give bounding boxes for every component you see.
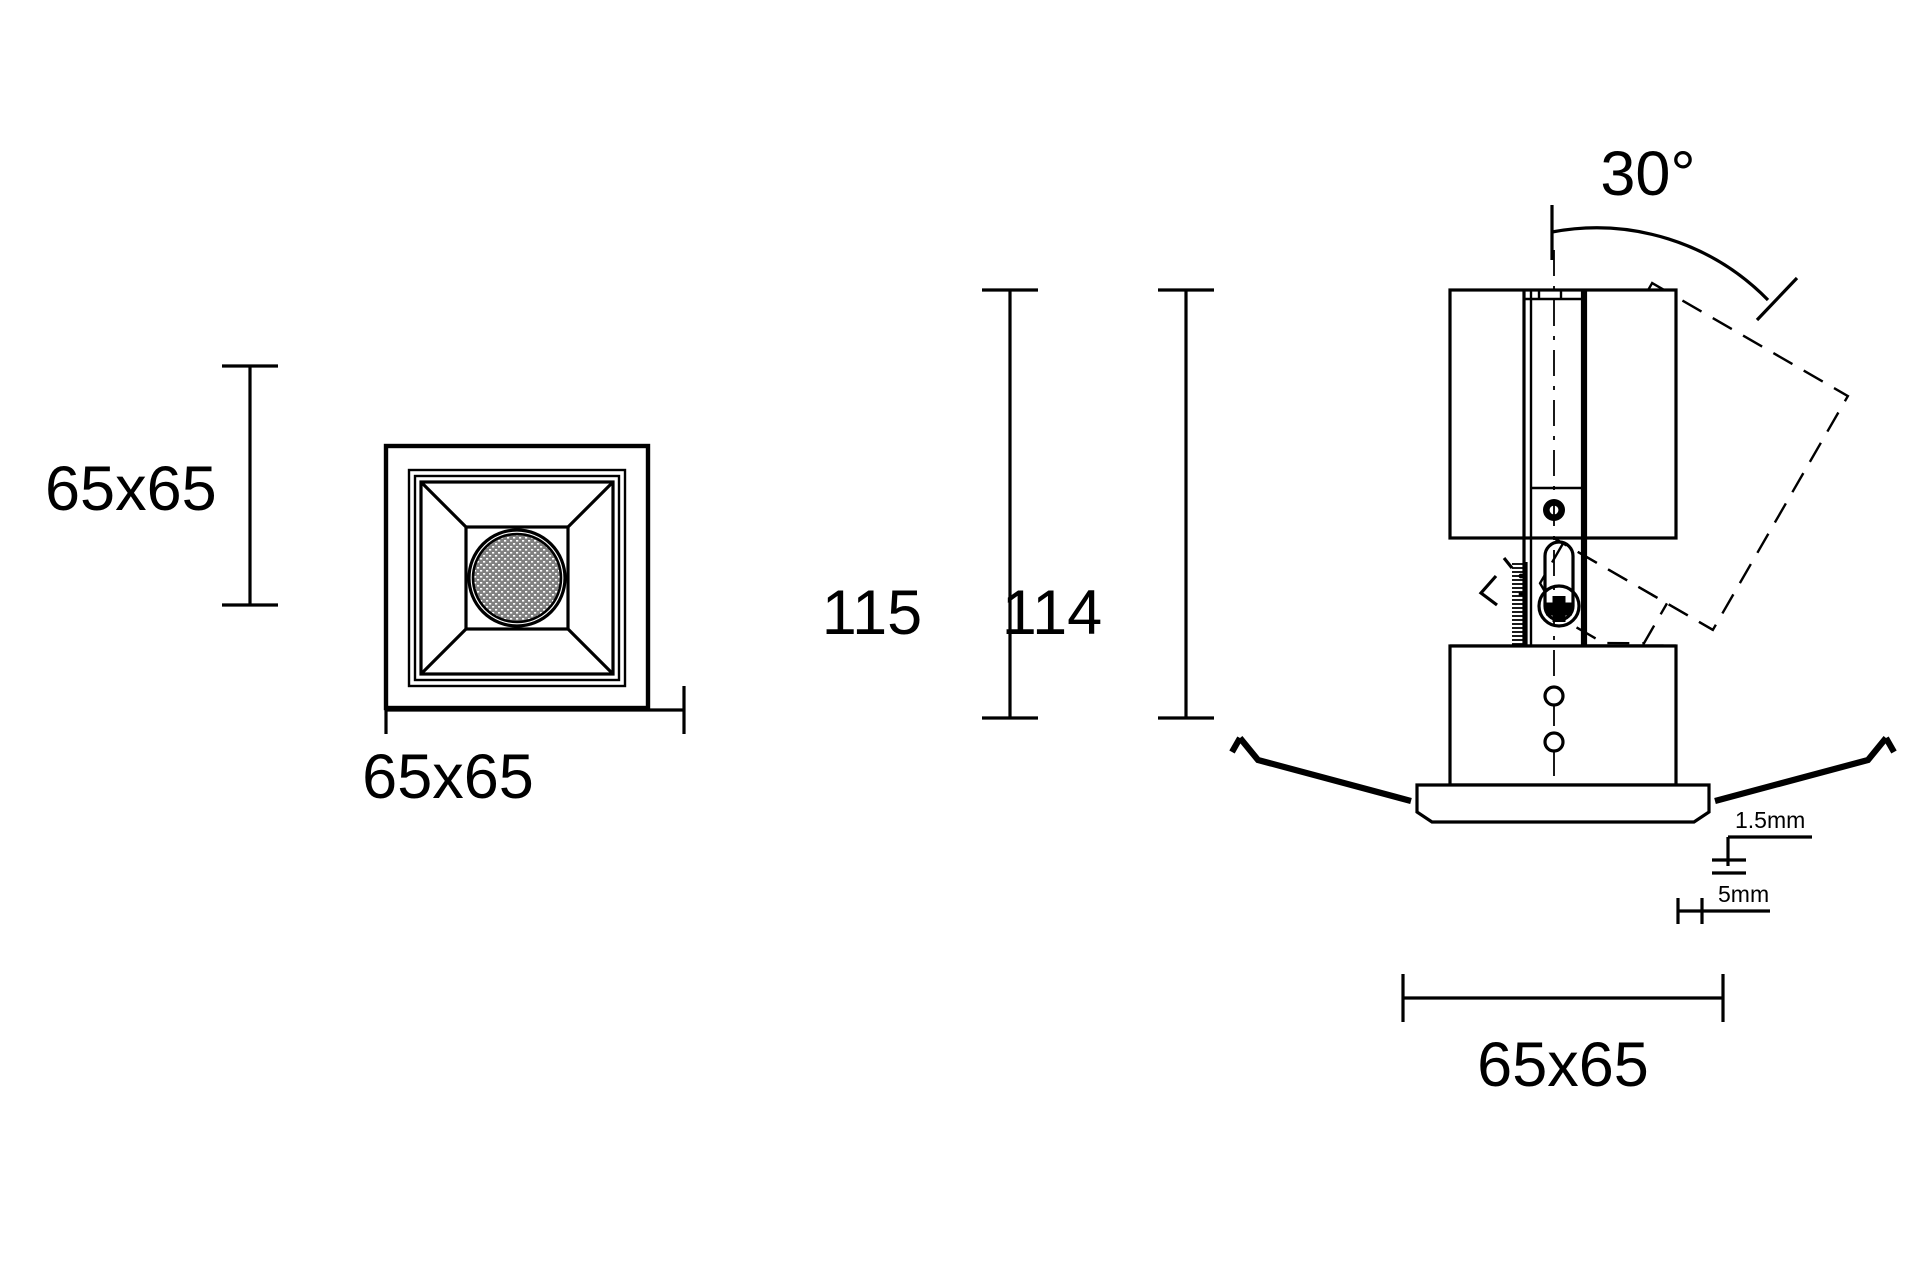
front-bevel-bottom-left — [419, 627, 468, 676]
dim-114-label: 114 — [1002, 578, 1102, 648]
spring-clip-right-tip — [1883, 736, 1897, 754]
front-cone-outer-edge — [419, 480, 615, 676]
spring-clip-right — [1714, 736, 1889, 804]
angle-arc — [1551, 226, 1770, 302]
front-inner-frame-inner — [413, 474, 621, 682]
adjust-slot — [1543, 540, 1575, 622]
dim-15mm-label: 1.5mm — [1735, 807, 1805, 833]
front-bevel-top-right — [566, 480, 615, 529]
screw-cross-slot — [1546, 596, 1572, 622]
trim-flange — [1415, 783, 1711, 824]
front-cone-inner-edge — [464, 525, 570, 631]
housing-box — [1448, 644, 1678, 787]
screw-head-circle — [1537, 584, 1581, 628]
angle-label: 30° — [1600, 139, 1695, 209]
lamp-body-outer — [1448, 288, 1678, 540]
front-dim-vertical-label: 65x65 — [45, 454, 217, 524]
spring-clip-left-tip — [1229, 736, 1243, 754]
mount-hole-upper — [1543, 685, 1565, 707]
front-bevel-top-left — [419, 480, 468, 529]
dim-115-label: 115 — [822, 578, 922, 648]
tilted-lamp-nose — [1538, 542, 1669, 645]
knurl-strip — [1512, 562, 1528, 646]
mount-hole-lower — [1543, 731, 1565, 753]
angle-tick-end — [1755, 276, 1799, 322]
leader-bracket-knurl — [1478, 574, 1498, 607]
front-bevel-bottom-right — [566, 627, 615, 676]
side-view-group: 115 114 — [822, 139, 1897, 1100]
leader-line-knurl — [1502, 557, 1514, 569]
side-dim-width-label: 65x65 — [1477, 1030, 1649, 1100]
front-led-lens — [471, 532, 563, 624]
dim-5mm-label: 5mm — [1718, 881, 1769, 907]
front-inner-frame-outer — [407, 468, 627, 688]
front-dim-horizontal-label: 65x65 — [362, 742, 534, 812]
front-led-lens-rim — [467, 528, 567, 628]
spring-clip-left — [1237, 736, 1412, 804]
front-view-group: 65x65 65x65 — [45, 364, 686, 812]
